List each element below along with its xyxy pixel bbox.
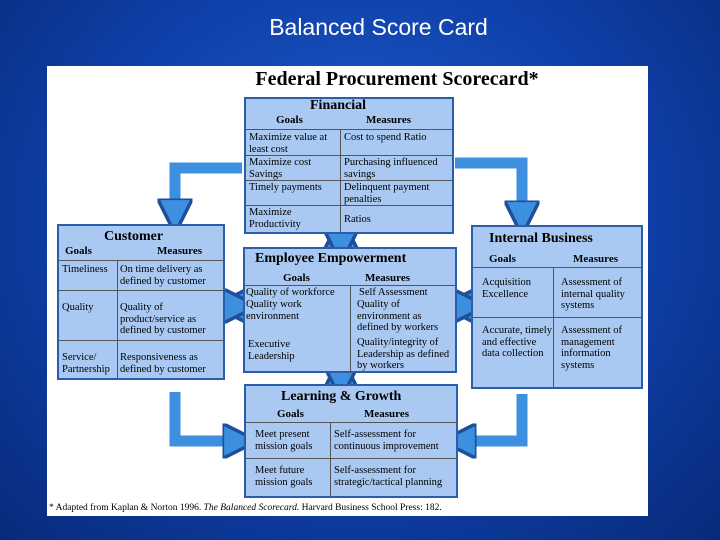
employee-measures-header: Measures bbox=[365, 272, 411, 284]
financial-box: Financial Goals Measures Maximize value … bbox=[244, 97, 454, 234]
arrow-financial-customer bbox=[175, 162, 242, 216]
customer-goal: Service/ Partnership bbox=[62, 352, 110, 375]
customer-goal: Quality bbox=[62, 302, 94, 313]
customer-goals-header: Goals bbox=[65, 245, 92, 257]
customer-title: Customer bbox=[104, 229, 164, 244]
internal-title: Internal Business bbox=[489, 231, 593, 246]
financial-goal: Timely payments bbox=[249, 182, 322, 193]
internal-goal: Acquisition Excellence bbox=[482, 277, 531, 300]
financial-measure: Delinquent payment penalties bbox=[344, 182, 430, 205]
financial-measure: Ratios bbox=[344, 214, 371, 225]
employee-measure: Quality of environment as defined by wor… bbox=[357, 299, 439, 333]
learning-goals-header: Goals bbox=[277, 408, 304, 420]
arrow-customer-learning bbox=[169, 392, 240, 441]
arrow-financial-internal bbox=[455, 157, 522, 218]
internal-measure: Assessment of internal quality systems bbox=[561, 277, 625, 311]
learning-goal: Meet present mission goals bbox=[255, 429, 313, 452]
citation-footnote: * Adapted from Kaplan & Norton 1996. The… bbox=[49, 503, 442, 513]
financial-goal: Maximize value at least cost bbox=[249, 132, 328, 155]
arrow-internal-learning bbox=[459, 394, 528, 441]
customer-measure: Quality of product/service as defined by… bbox=[120, 302, 206, 336]
financial-measures-header: Measures bbox=[366, 114, 412, 126]
financial-goal: Maximize cost Savings bbox=[249, 157, 312, 180]
scorecard-panel: Federal Procurement Scorecard* Financial… bbox=[47, 66, 648, 516]
financial-goal: Maximize Productivity bbox=[249, 207, 301, 230]
customer-measure: On time delivery as defined by customer bbox=[120, 264, 206, 287]
internal-measures-header: Measures bbox=[573, 253, 619, 265]
internal-goal: Accurate, timely and effective data coll… bbox=[482, 325, 552, 359]
customer-box: Customer Goals Measures Timeliness Quali… bbox=[57, 224, 225, 380]
learning-box: Learning & Growth Goals Measures Meet pr… bbox=[244, 384, 458, 498]
employee-goal: Quality work environment bbox=[246, 299, 302, 322]
internal-box: Internal Business Goals Measures Acquisi… bbox=[471, 225, 643, 389]
customer-measure: Responsiveness as defined by customer bbox=[120, 352, 206, 375]
employee-box: Employee Empowerment Goals Measures Qual… bbox=[243, 247, 457, 373]
employee-measure: Quality/integrity of Leadership as defin… bbox=[357, 337, 450, 371]
internal-goals-header: Goals bbox=[489, 253, 516, 265]
scorecard-title: Federal Procurement Scorecard* bbox=[255, 68, 539, 90]
financial-measure: Cost to spend Ratio bbox=[344, 132, 427, 143]
employee-goals-header: Goals bbox=[283, 272, 310, 284]
customer-measures-header: Measures bbox=[157, 245, 203, 257]
employee-measure: Self Assessment bbox=[359, 287, 428, 298]
financial-title: Financial bbox=[310, 98, 367, 113]
slide-title: Balanced Score Card bbox=[269, 14, 488, 40]
financial-goals-header: Goals bbox=[276, 114, 303, 126]
learning-measures-header: Measures bbox=[364, 408, 410, 420]
learning-measure: Self-assessment for strategic/tactical p… bbox=[334, 465, 443, 488]
customer-goal: Timeliness bbox=[62, 264, 108, 275]
employee-goal: Executive Leadership bbox=[248, 339, 295, 362]
employee-title: Employee Empowerment bbox=[255, 251, 407, 266]
internal-measure: Assessment of management information sys… bbox=[561, 325, 622, 371]
learning-measure: Self-assessment for continuous improveme… bbox=[334, 429, 439, 452]
employee-goal: Quality of workforce bbox=[246, 287, 335, 298]
learning-title: Learning & Growth bbox=[281, 389, 402, 404]
learning-goal: Meet future mission goals bbox=[255, 465, 313, 488]
financial-measure: Purchasing influenced savings bbox=[344, 157, 438, 180]
connector-arrows bbox=[47, 157, 648, 516]
